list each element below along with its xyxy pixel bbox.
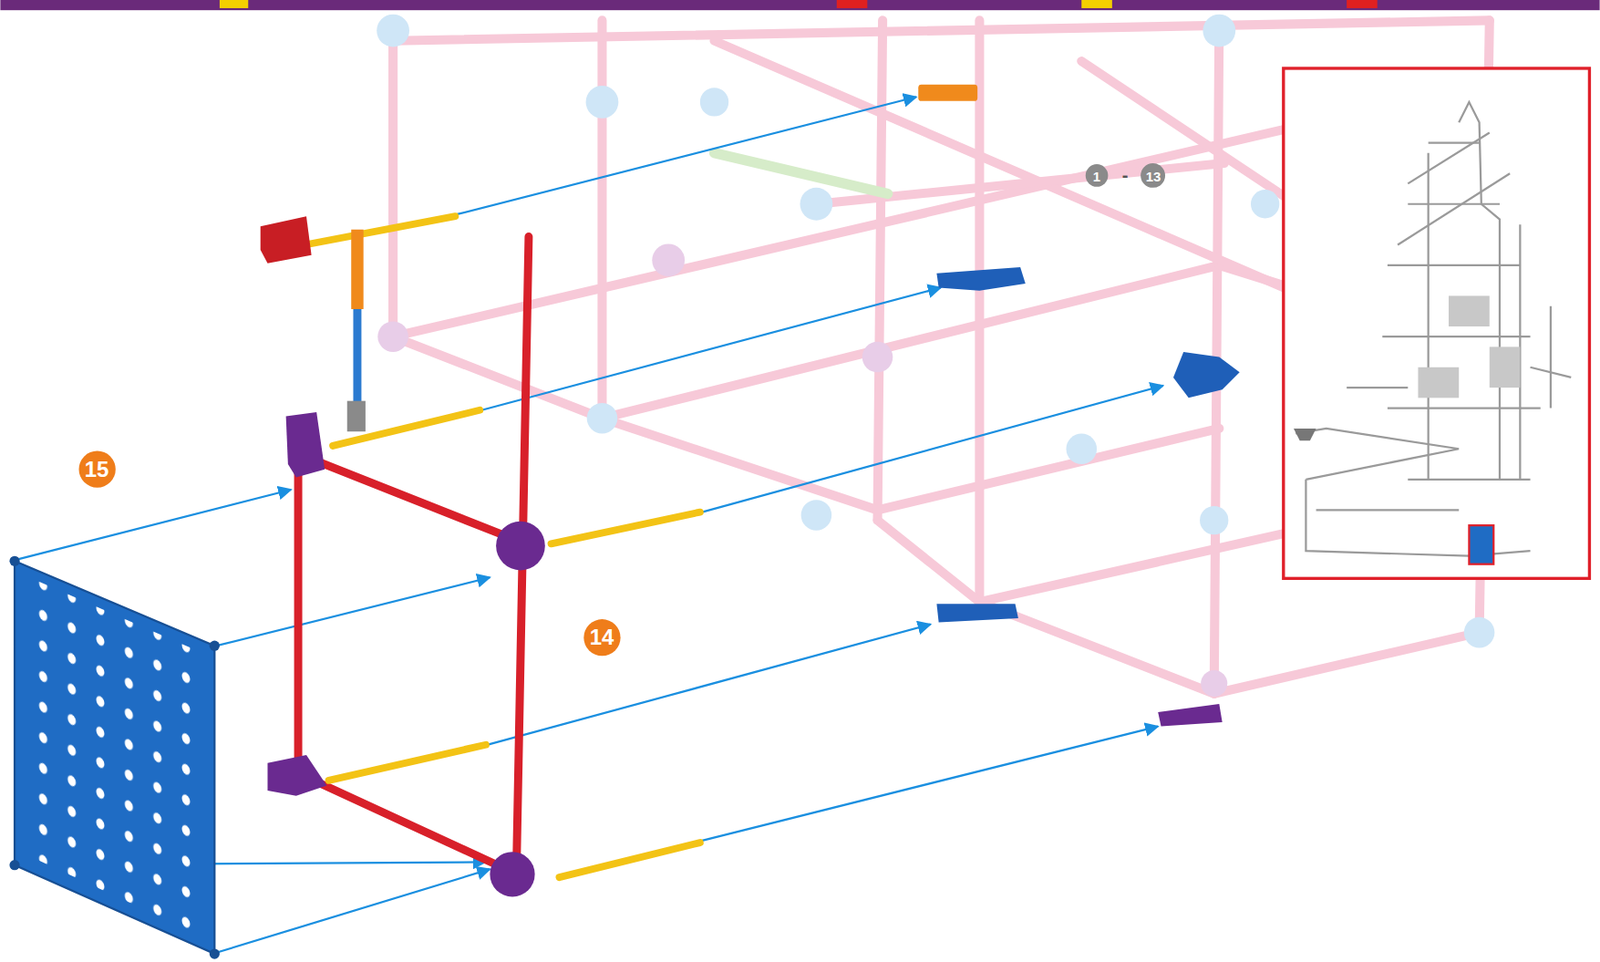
assembly-arrows (14, 96, 1164, 954)
blue-connector (936, 267, 1239, 622)
step-range-number: 13 (1145, 169, 1162, 184)
top-band-mark (836, 0, 868, 9)
callout-number: 15 (84, 458, 110, 481)
top-band-mark (1081, 0, 1113, 9)
blue-rod (352, 309, 362, 403)
callout-circle (583, 619, 620, 656)
top-band-mark (219, 0, 248, 9)
callout-circle (79, 450, 116, 487)
step-range-circle (1140, 163, 1166, 188)
yellow-rods (294, 216, 701, 878)
inset-frame (1283, 68, 1590, 579)
red-rods (298, 237, 529, 870)
panel-tabs (9, 556, 219, 960)
inset-panels (1417, 295, 1520, 398)
purple-connector (1157, 703, 1222, 727)
red-connector (260, 216, 312, 263)
callout-number: 14 (589, 626, 615, 649)
inset-funnel (1293, 428, 1317, 441)
orange-connector (918, 84, 978, 102)
orange-rod (350, 229, 363, 310)
panel-holes (26, 576, 202, 937)
blue-panel (14, 560, 215, 954)
step-range-number: 1 (1093, 169, 1101, 184)
step-range-circle (1085, 164, 1109, 187)
inset-highlight (1468, 525, 1494, 565)
grey-clip (347, 401, 366, 433)
inset-sketch (1295, 102, 1571, 557)
top-band (0, 0, 1600, 11)
top-band-mark (1346, 0, 1378, 9)
faded-track (714, 153, 888, 195)
step-range-dash: - (1122, 165, 1129, 185)
purple-connectors (268, 412, 546, 897)
faded-connectors (377, 243, 1228, 697)
